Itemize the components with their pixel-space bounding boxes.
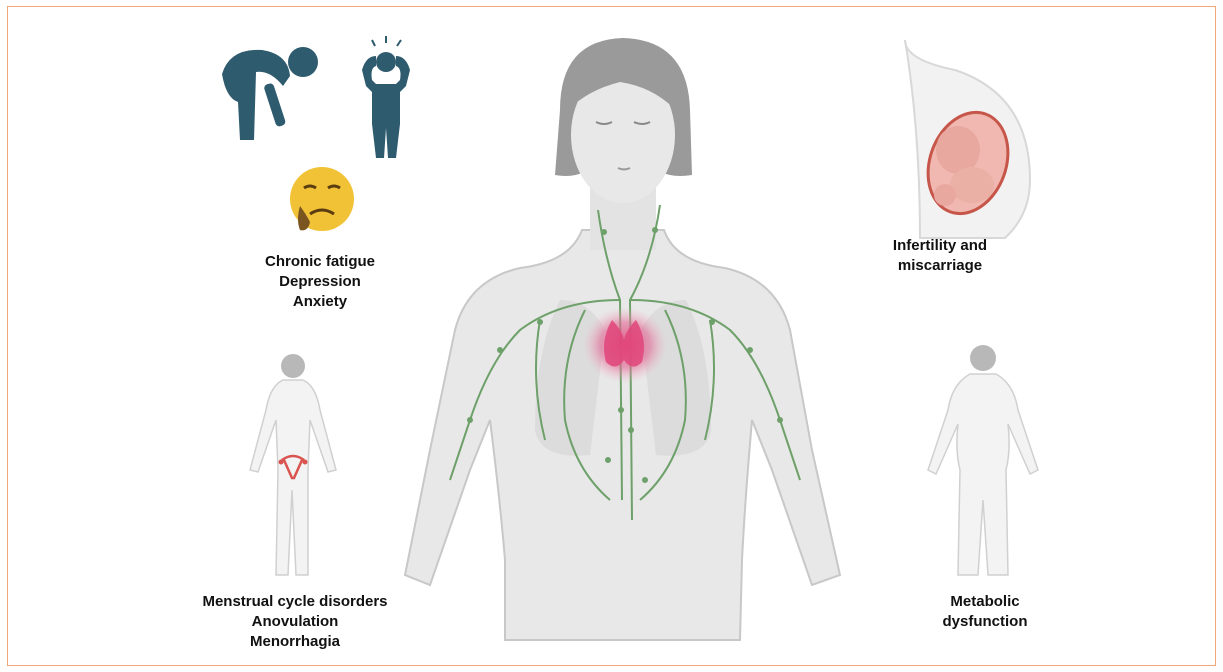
sad-face-icon [290,167,354,231]
label-line: miscarriage [860,256,1020,276]
stooped-person-icon [222,47,318,140]
label-line: Menstrual cycle disorders [175,592,415,612]
label-line: Anxiety [230,292,410,312]
label-line: Menorrhagia [175,632,415,652]
central-female-figure [405,38,840,640]
label-line: dysfunction [920,612,1050,632]
stressed-person-icon [362,36,410,158]
label-line: Metabolic [920,592,1050,612]
mood-symptoms-label: Chronic fatigue Depression Anxiety [230,252,410,312]
label-line: Infertility and [860,236,1020,256]
label-line: Chronic fatigue [230,252,410,272]
metabolic-body-icon [928,345,1038,575]
menstrual-label: Menstrual cycle disorders Anovulation Me… [175,592,415,652]
female-body-icon [250,354,336,575]
fertility-label: Infertility and miscarriage [860,236,1020,276]
pregnant-belly-icon [905,40,1030,238]
metabolic-label: Metabolic dysfunction [920,592,1050,632]
label-line: Anovulation [175,612,415,632]
label-line: Depression [230,272,410,292]
